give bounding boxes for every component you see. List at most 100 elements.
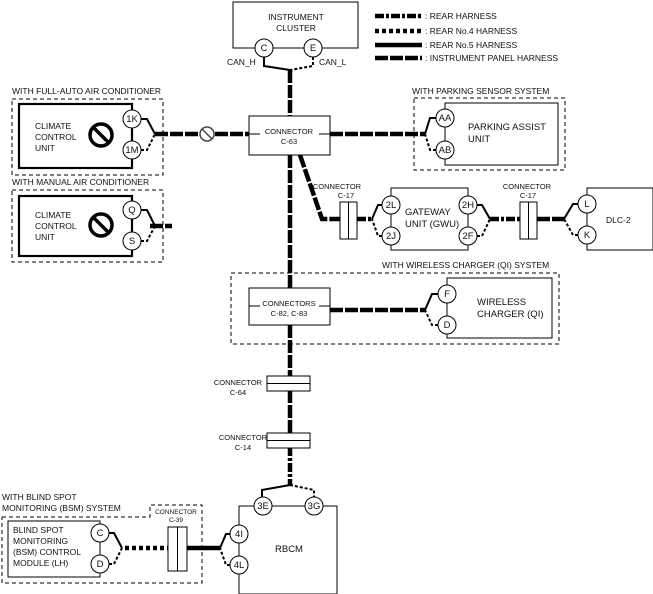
pin-gateway-2l-label: 2L — [386, 200, 397, 211]
prohibited-icon — [88, 122, 114, 148]
connector-c17-right[interactable]: CONNECTOR C-17 — [503, 182, 552, 240]
bsm-label-2: MONITORING — [13, 536, 68, 546]
pin-dlc-k-label: K — [584, 230, 591, 241]
pin-rbcm-4l-label: 4L — [234, 560, 245, 571]
pin-bsm-d-label: D — [97, 559, 104, 570]
manual-ac-group: WITH MANUAL AIR CONDITIONER CLIMATE CONT… — [11, 177, 164, 263]
legend-label-rear4: : REAR No.4 HARNESS — [425, 26, 517, 36]
c17-left-label-2: C-17 — [338, 191, 354, 200]
full-auto-ac-label-2: CONTROL — [35, 132, 77, 142]
pin-wireless-f-label: F — [444, 289, 450, 300]
wireless-group-label: WITH WIRELESS CHARGER (QI) SYSTEM — [382, 260, 549, 270]
connector-c63-label-2: C-63 — [281, 137, 297, 146]
gateway-label-1: GATEWAY — [405, 207, 451, 218]
wire-1m — [141, 133, 156, 151]
wire-f — [424, 293, 438, 311]
legend-label-rear: : REAR HARNESS — [425, 11, 497, 21]
prohibited-icon — [88, 212, 114, 238]
manual-ac-label-1: CLIMATE — [35, 210, 72, 220]
c14-label-1: CONNECTOR — [219, 433, 268, 442]
wire-d — [424, 309, 438, 326]
c17-left-label-1: CONNECTOR — [313, 182, 362, 191]
full-auto-ac-group-label: WITH FULL-AUTO AIR CONDITIONER — [12, 86, 161, 96]
bsm-label-1: BLIND SPOT — [13, 525, 64, 535]
dlc-2[interactable] — [586, 187, 653, 251]
manual-ac-label-3: UNIT — [35, 232, 55, 242]
wire-q — [141, 209, 156, 227]
wireless-group: WITH WIRELESS CHARGER (QI) SYSTEM CONNEC… — [230, 260, 560, 345]
dlc-group: DLC-2 L K — [563, 187, 653, 251]
parking-label-1: PARKING ASSIST — [468, 122, 546, 133]
pin-climate-1m-label: 1M — [125, 145, 138, 156]
harness-c63-to-c17 — [297, 154, 340, 222]
parking-dash-border — [413, 97, 566, 171]
wireless-label-1: WIRELESS — [477, 297, 526, 308]
legend-label-ip: : INSTRUMENT PANEL HARNESS — [425, 53, 558, 63]
pin-bsm-c-label: C — [97, 528, 104, 539]
bsm-label-4: MODULE (LH) — [13, 558, 68, 568]
rbcm-label: RBCM — [275, 544, 303, 555]
can-h-label: CAN_H — [227, 57, 256, 67]
wire-dlc-l — [563, 203, 578, 220]
gateway-unit[interactable] — [390, 187, 469, 251]
bsm-control-module[interactable] — [7, 520, 101, 578]
wire-3e — [261, 484, 291, 497]
full-auto-ac-label-1: CLIMATE — [35, 121, 72, 131]
wire-aa — [424, 117, 436, 135]
wire-can-h — [263, 57, 291, 71]
pin-ic-c-label: C — [261, 43, 268, 54]
wireless-dash-border — [230, 272, 560, 345]
manual-ac-dash-border — [11, 189, 164, 263]
pin-rbcm-3e[interactable] — [253, 496, 273, 516]
no-connection-icon — [199, 126, 215, 142]
connector-c14[interactable]: CONNECTOR C-14 — [219, 432, 311, 452]
c82-label-2: C-82, C-83 — [271, 309, 308, 318]
wire-bsm-d — [109, 547, 123, 565]
c64-label-2: C-64 — [230, 388, 246, 397]
pin-parking-ab-label: AB — [439, 145, 452, 156]
pin-parking-aa-label: AA — [439, 113, 452, 124]
legend-label-rear5: : REAR No.5 HARNESS — [425, 40, 517, 50]
instrument-cluster: INSTRUMENT CLUSTER C E CAN_H CAN_L — [227, 1, 359, 71]
pin-wireless-d-label: D — [444, 320, 451, 331]
parking-assist-unit[interactable] — [444, 102, 559, 166]
instrument-cluster-label-1: INSTRUMENT — [268, 12, 324, 22]
pin-rbcm-4i-label: 4I — [235, 529, 243, 540]
connector-c17-left[interactable]: CONNECTOR C-17 — [313, 182, 362, 240]
wire-2h — [477, 204, 491, 220]
manual-ac-group-label: WITH MANUAL AIR CONDITIONER — [12, 177, 149, 187]
c39-label-1: CONNECTOR — [155, 509, 197, 516]
wire-2l — [371, 204, 382, 220]
full-auto-ac-label-3: UNIT — [35, 143, 55, 153]
bsm-dash-border — [1, 504, 203, 584]
parking-group-label: WITH PARKING SENSOR SYSTEM — [412, 86, 549, 96]
instrument-cluster-label-2: CLUSTER — [276, 23, 316, 33]
full-auto-ac-group: WITH FULL-AUTO AIR CONDITIONER CLIMATE C… — [11, 86, 164, 176]
c17-right-label-1: CONNECTOR — [503, 182, 552, 191]
wire-4i — [219, 533, 230, 549]
pin-ic-e-label: E — [310, 43, 316, 54]
wireless-charger[interactable] — [446, 277, 553, 339]
connector-c63[interactable]: CONNECTOR C-63 — [248, 115, 331, 156]
pin-rbcm-3g[interactable] — [304, 496, 324, 516]
pin-rbcm-3g-label: 3G — [308, 501, 321, 512]
bsm-group-label-1: WITH BLIND SPOT — [2, 492, 77, 502]
wire-3g — [289, 484, 315, 497]
wire-2f — [477, 218, 491, 237]
pin-gateway-2f-label: 2F — [462, 231, 473, 242]
manual-ac-label-2: CONTROL — [35, 221, 77, 231]
connector-c63-label-1: CONNECTOR — [265, 127, 314, 136]
wire-s — [141, 225, 156, 242]
pin-climate-1k-label: 1K — [126, 114, 138, 125]
c14-label-2: C-14 — [235, 443, 251, 452]
pin-rbcm-3e-label: 3E — [257, 501, 269, 512]
connector-c64[interactable]: CONNECTOR C-64 — [214, 375, 311, 397]
can-l-label: CAN_L — [319, 57, 347, 67]
wire-bsm-c — [109, 532, 123, 549]
pin-climate-q-label: Q — [128, 205, 135, 216]
connector-c63-box[interactable] — [248, 115, 331, 156]
legend: : REAR HARNESS : REAR No.4 HARNESS : REA… — [375, 11, 558, 63]
wire-2j — [371, 218, 382, 237]
rbcm[interactable] — [238, 505, 338, 594]
